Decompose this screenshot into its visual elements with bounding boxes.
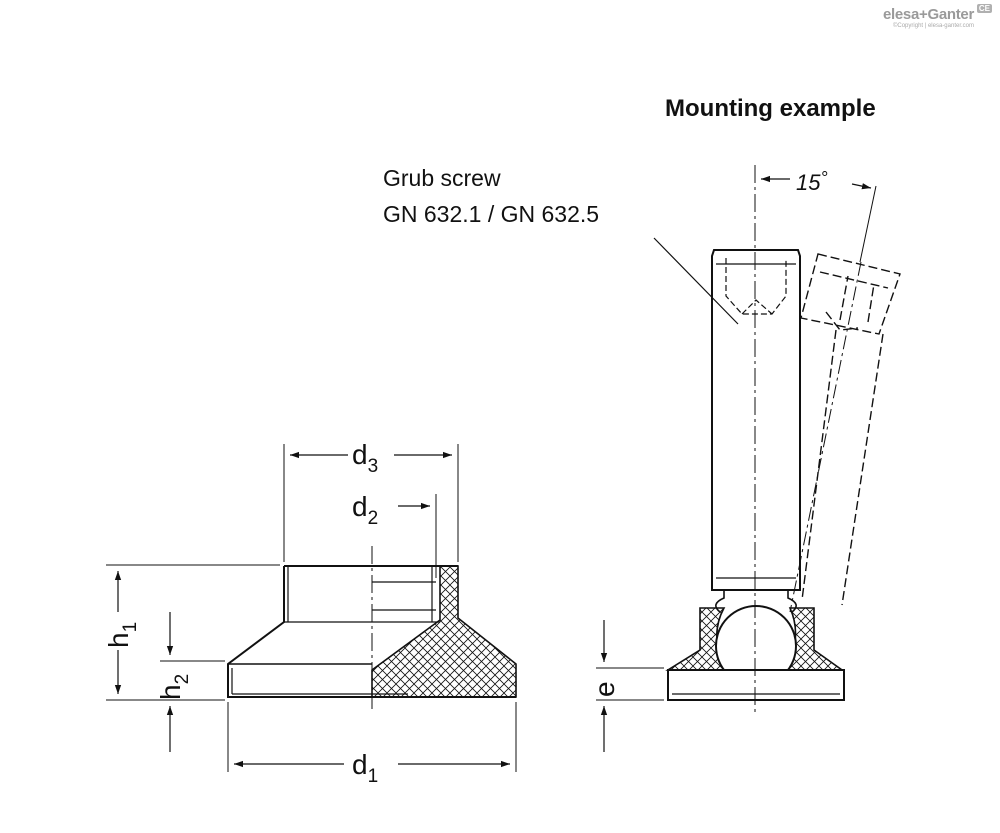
ball-joint-base: [665, 605, 845, 701]
extension-lines-left: [106, 444, 517, 772]
foot-section-view: [227, 546, 517, 712]
dimension-h2: h2: [155, 612, 193, 752]
callout-line-2: GN 632.1 / GN 632.5: [383, 201, 599, 227]
brand-name: elesa+Ganter: [882, 6, 974, 23]
tilted-screw-phantom: [800, 253, 901, 606]
angle-dimension: 15°: [761, 168, 877, 263]
dimension-h1: h1: [103, 571, 141, 694]
label-h1: h1: [103, 622, 141, 648]
mounting-example-heading: Mounting example: [665, 95, 876, 122]
grub-screw-upright: [711, 249, 801, 613]
label-e: e: [589, 681, 620, 697]
dimension-d3: d3: [290, 439, 452, 477]
brand-copyright: ©Copyright | elesa-ganter.com: [892, 23, 974, 29]
label-h2: h2: [155, 674, 193, 700]
dimension-e: e: [589, 620, 664, 752]
label-d2: d2: [352, 491, 378, 529]
rubber-section-hatch: [371, 565, 517, 698]
dimension-d2: d2: [352, 491, 430, 529]
angle-label: 15°: [796, 168, 828, 195]
callout-leader-line: [653, 237, 739, 325]
dimension-d1: d1: [234, 749, 510, 787]
label-d3: d3: [352, 439, 378, 477]
brand-logo: elesa+Ganter ©Copyright | elesa-ganter.c…: [882, 4, 992, 29]
label-d1: d1: [352, 749, 378, 787]
callout-line-1: Grub screw: [383, 165, 501, 191]
ce-mark-icon: CE: [976, 4, 992, 13]
